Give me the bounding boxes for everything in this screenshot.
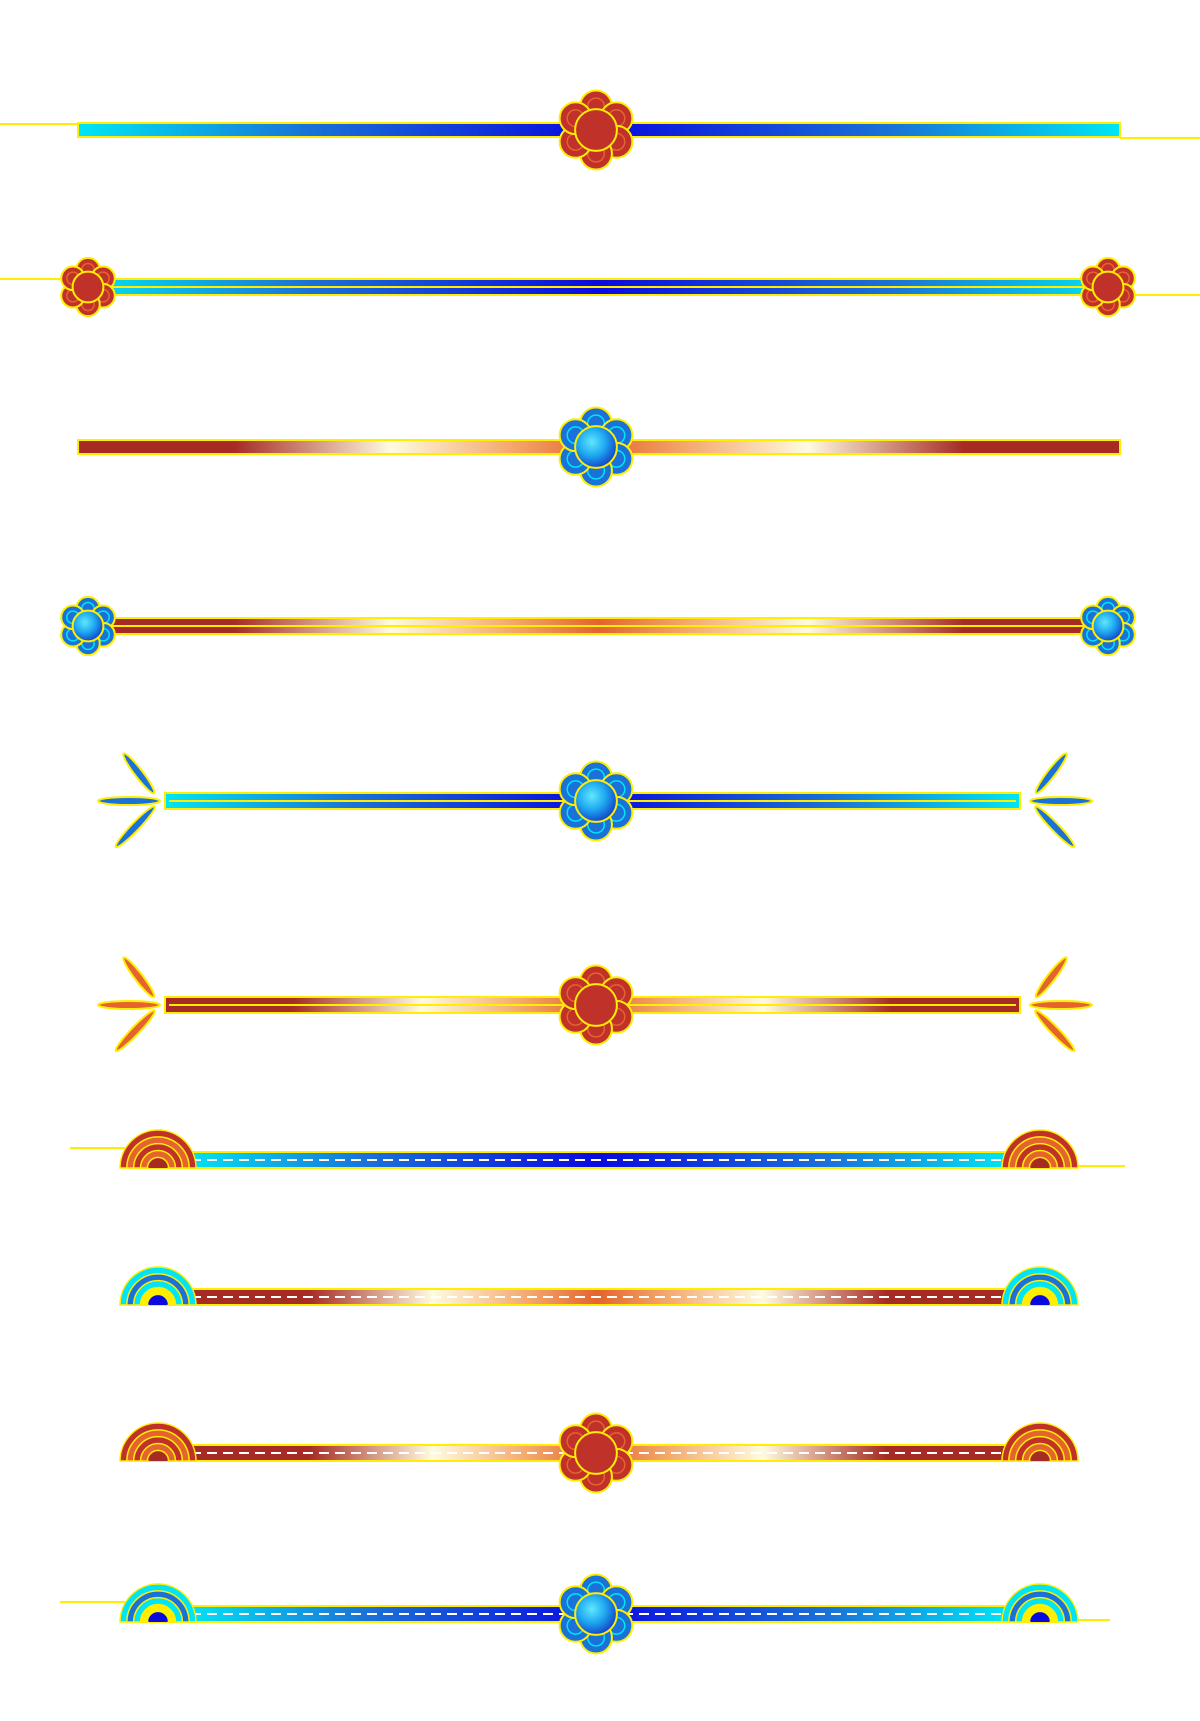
- red-flower-ornament: [1080, 256, 1136, 318]
- divider-blue-center-flower: [0, 89, 1200, 171]
- divider-red-center-flower-rays: [97, 956, 1093, 1053]
- blue-flower-ornament: [1080, 595, 1136, 657]
- red-arch-ornament: [1001, 1422, 1079, 1462]
- ray-ornament: [1029, 956, 1093, 1053]
- divider-blue-center-flower-rays: [97, 752, 1093, 849]
- blue-arch-ornament: [119, 1266, 197, 1306]
- blue-flower-ornament: [558, 760, 634, 842]
- divider-blue-end-flowers: [0, 256, 1200, 318]
- blue-flower-ornament: [558, 406, 634, 488]
- red-arch-ornament: [119, 1129, 197, 1169]
- red-arch-ornament: [119, 1422, 197, 1462]
- blue-arch-ornament: [1001, 1266, 1079, 1306]
- divider-blue-dashed-red-arches: [70, 1129, 1125, 1169]
- divider-blue-dashed-arches-flower: [60, 1573, 1110, 1655]
- divider-red-dashed-arches-flower: [119, 1412, 1079, 1494]
- blue-flower-ornament: [60, 595, 116, 657]
- blue-arch-ornament: [1001, 1583, 1079, 1623]
- divider-red-dashed-blue-arches: [119, 1266, 1079, 1306]
- ray-ornament: [1029, 752, 1093, 849]
- red-flower-ornament: [558, 89, 634, 171]
- ray-ornament: [97, 956, 161, 1053]
- ray-ornament: [97, 752, 161, 849]
- red-arch-ornament: [1001, 1129, 1079, 1169]
- divider-red-end-flowers: [60, 595, 1136, 657]
- divider-red-center-flower: [77, 406, 1121, 488]
- red-flower-ornament: [60, 256, 116, 318]
- blue-arch-ornament: [119, 1583, 197, 1623]
- blue-flower-ornament: [558, 1573, 634, 1655]
- red-flower-ornament: [558, 1412, 634, 1494]
- red-flower-ornament: [558, 964, 634, 1046]
